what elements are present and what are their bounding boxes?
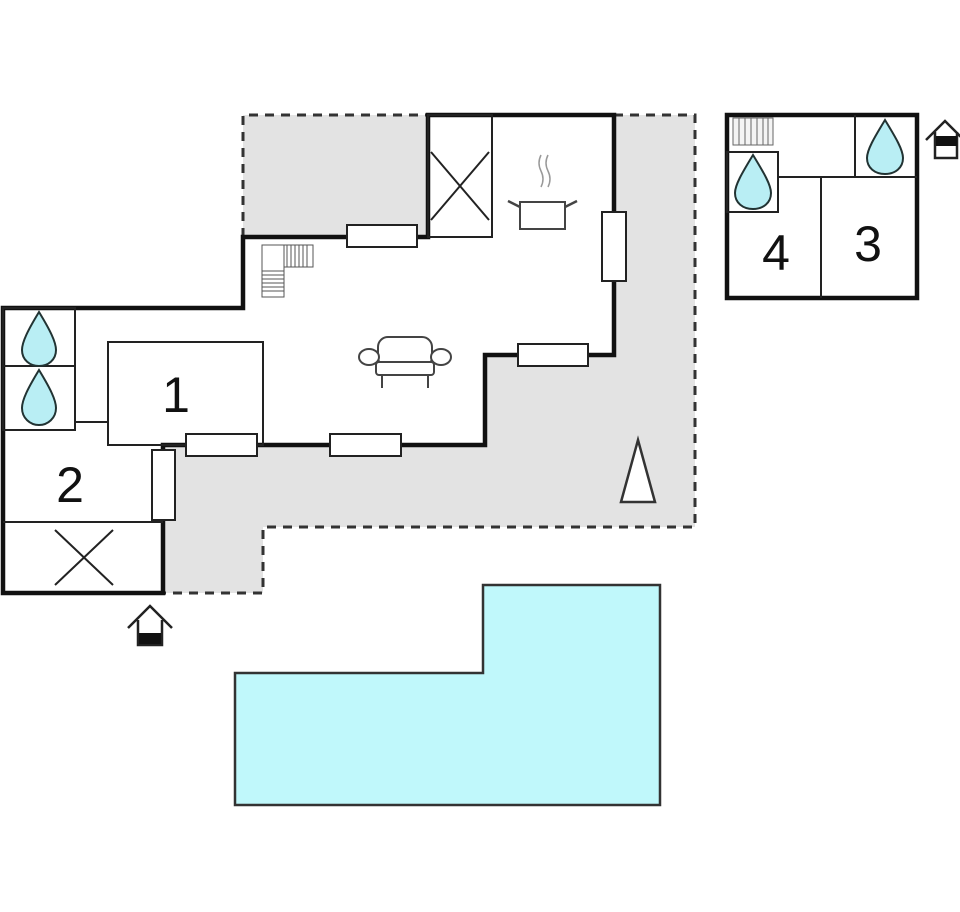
windows [151, 211, 627, 521]
room-label-1: 1 [162, 367, 190, 423]
tree-icon [619, 435, 657, 504]
stairs-icon [732, 117, 774, 146]
bathroom-drop-icon [20, 118, 905, 427]
room-label-4: 4 [762, 225, 790, 281]
pool [233, 583, 662, 807]
room-label-2: 2 [56, 457, 84, 513]
main-house-walls [0, 112, 617, 596]
sofa-icon [358, 336, 452, 388]
terrace [163, 115, 695, 593]
closet-x-icon [54, 151, 490, 586]
kitchen-pot-icon [507, 154, 578, 230]
stairs-icon [261, 244, 314, 298]
terrace-outline [163, 113, 697, 595]
annex-interior-walls [726, 115, 917, 298]
interior-walls [2, 114, 493, 523]
entrance-icon[interactable] [925, 119, 960, 160]
entrance-icon[interactable] [127, 604, 173, 647]
room-label-3: 3 [854, 216, 882, 272]
